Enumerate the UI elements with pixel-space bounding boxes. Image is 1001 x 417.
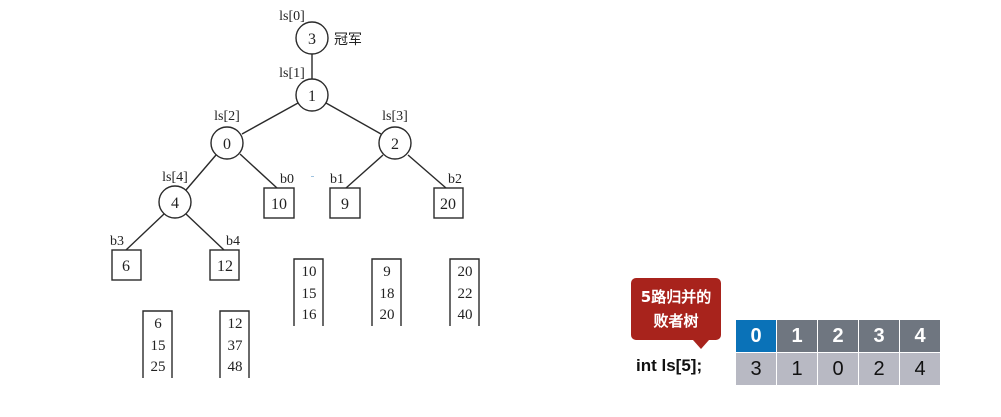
svg-text:4: 4 [171, 195, 179, 212]
callout-line-1: 5路归并的 [640, 288, 712, 306]
tree-edges [125, 54, 447, 251]
svg-text:15: 15 [302, 286, 317, 302]
leaf-b3: 6 b3 [110, 234, 142, 281]
svg-text:16: 16 [302, 307, 318, 323]
value-row: 3 1 0 2 4 [735, 352, 941, 386]
svg-text:ls[2]: ls[2] [214, 109, 240, 124]
node-ls4: 4 ls[4] [158, 170, 192, 219]
index-cell: 0 [735, 319, 777, 353]
svg-text:18: 18 [380, 286, 395, 302]
value-cell: 0 [817, 352, 859, 386]
index-cell: 2 [817, 319, 859, 353]
svg-text:6: 6 [154, 316, 162, 332]
svg-text:3: 3 [308, 31, 316, 48]
node-ls1: 1 ls[1] [279, 66, 329, 112]
svg-text:15: 15 [151, 338, 166, 354]
callout-line-2: 败者树 [653, 312, 699, 330]
svg-text:40: 40 [458, 307, 473, 323]
svg-text:ls[3]: ls[3] [382, 109, 408, 124]
value-cell: 3 [735, 352, 777, 386]
svg-text:20: 20 [458, 264, 473, 280]
index-cell: 3 [858, 319, 900, 353]
svg-text:10: 10 [271, 196, 287, 213]
svg-text:b2: b2 [448, 172, 462, 187]
leaf-b1: 9 b1 [329, 172, 361, 219]
svg-text:ls[4]: ls[4] [162, 170, 188, 185]
svg-text:2: 2 [391, 136, 399, 153]
svg-text:20: 20 [380, 307, 395, 323]
node-ls2: 0 ls[2] [210, 109, 244, 160]
leaf-b2: 20 b2 [433, 172, 464, 219]
node-ls3: 2 ls[3] [378, 109, 412, 160]
index-cell: 1 [776, 319, 818, 353]
buffer-b4: 12 37 48 [219, 310, 250, 378]
svg-text:20: 20 [440, 196, 456, 213]
svg-text:48: 48 [228, 359, 243, 375]
svg-text:0: 0 [223, 136, 231, 153]
svg-text:ls[1]: ls[1] [279, 66, 305, 81]
buffer-b0: 10 15 16 [293, 258, 324, 326]
buffer-b1: 9 18 20 [371, 258, 402, 326]
svg-text:25: 25 [151, 359, 166, 375]
svg-text:b1: b1 [330, 172, 344, 187]
buffer-b3: 6 15 25 [142, 310, 173, 378]
value-cell: 4 [899, 352, 941, 386]
buffer-b2: 20 22 40 [449, 258, 480, 326]
svg-text:37: 37 [228, 338, 244, 354]
svg-text:12: 12 [217, 258, 233, 275]
svg-text:10: 10 [302, 264, 317, 280]
svg-text:1: 1 [308, 88, 316, 105]
svg-text:9: 9 [341, 196, 349, 213]
svg-text:6: 6 [122, 258, 130, 275]
champion-label: 冠军 [334, 32, 362, 48]
svg-text:b0: b0 [280, 172, 294, 187]
svg-text:b4: b4 [226, 234, 240, 249]
value-cell: 1 [776, 352, 818, 386]
leaf-b0: 10 b0 [263, 172, 295, 219]
loser-tree-array: 0 1 2 3 4 3 1 0 2 4 [735, 319, 941, 386]
stray-mark [311, 176, 314, 177]
index-cell: 4 [899, 319, 941, 353]
value-cell: 2 [858, 352, 900, 386]
svg-text:12: 12 [228, 316, 243, 332]
svg-text:ls[0]: ls[0] [279, 9, 305, 24]
callout-label: 5路归并的 败者树 [631, 278, 721, 349]
node-ls0: 3 ls[0] 冠军 [279, 9, 362, 55]
index-row: 0 1 2 3 4 [735, 319, 941, 353]
svg-text:9: 9 [383, 264, 391, 280]
svg-text:b3: b3 [110, 234, 124, 249]
leaf-b4: 12 b4 [209, 234, 240, 281]
array-declaration: int ls[5]; [636, 356, 703, 375]
svg-text:22: 22 [458, 286, 473, 302]
